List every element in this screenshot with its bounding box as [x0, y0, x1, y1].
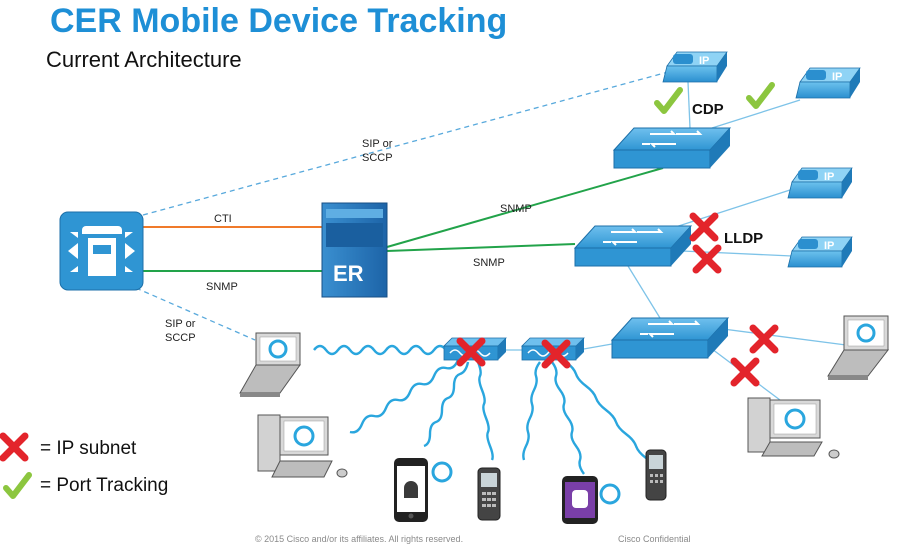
- switch-bottom[interactable]: [610, 317, 730, 359]
- confidential-footer: Cisco Confidential: [618, 534, 691, 544]
- call-manager-icon[interactable]: [59, 211, 144, 291]
- wifi-badge-icon: [431, 461, 453, 483]
- er-server-icon[interactable]: ER: [321, 202, 388, 298]
- sip-bottom-label-line2: SCCP: [165, 332, 196, 344]
- switch-middle[interactable]: [573, 225, 693, 267]
- snmp-upper-label: SNMP: [500, 203, 532, 215]
- page-subtitle: Current Architecture: [46, 47, 242, 72]
- copyright-footer: © 2015 Cisco and/or its affiliates. All …: [255, 534, 464, 544]
- handheld-phone-icon[interactable]: [477, 467, 501, 521]
- check-icon: [657, 90, 680, 111]
- wireless-links: [313, 344, 647, 475]
- ip-label: IP: [699, 55, 709, 67]
- sip-link-bottom: [135, 287, 256, 341]
- snmp-left-label: SNMP: [206, 281, 238, 293]
- er-label: ER: [333, 261, 364, 286]
- desktop-right-icon[interactable]: [747, 397, 840, 459]
- iphone-icon[interactable]: [562, 476, 598, 524]
- ip-phone-middle-lower-icon[interactable]: IP: [787, 236, 853, 268]
- legend-cross-icon: [3, 436, 25, 458]
- wifi-badge-icon: [599, 483, 621, 505]
- snmp-link-upper: [386, 167, 664, 248]
- sip-link-top: [142, 71, 669, 216]
- ip-label: IP: [824, 240, 834, 252]
- check-icon: [749, 85, 772, 106]
- cti-label: CTI: [214, 213, 232, 225]
- switch-top[interactable]: [612, 127, 732, 169]
- cross-icon: [696, 248, 718, 270]
- sip-top-label-line1: SIP or: [362, 138, 393, 150]
- laptop-right-icon[interactable]: [827, 315, 890, 380]
- legend-port-tracking: = Port Tracking: [40, 475, 169, 496]
- laptop-left-icon[interactable]: [239, 332, 301, 397]
- legend-ip-subnet: = IP subnet: [40, 438, 137, 459]
- snmp-lower-label: SNMP: [473, 257, 505, 269]
- legend-check-icon: [6, 475, 29, 496]
- handheld-phone-icon[interactable]: [645, 449, 667, 501]
- ip-label: IP: [824, 171, 834, 183]
- lldp-label: LLDP: [724, 230, 763, 247]
- cross-icon: [734, 361, 756, 383]
- cross-icon: [753, 328, 775, 350]
- ip-phone-middle-upper-icon[interactable]: IP: [787, 167, 853, 199]
- ip-phone-top-right-icon[interactable]: IP: [795, 67, 861, 99]
- snmp-link-lower: [386, 243, 576, 252]
- desktop-left-icon[interactable]: [257, 414, 348, 478]
- page-title: CER Mobile Device Tracking: [50, 2, 508, 40]
- links: [135, 71, 847, 401]
- cross-icon: [693, 216, 715, 238]
- android-phone-icon[interactable]: [394, 458, 428, 522]
- sip-top-label-line2: SCCP: [362, 152, 393, 164]
- ip-label: IP: [832, 71, 842, 83]
- ip-phone-top-left-icon[interactable]: IP: [662, 51, 728, 83]
- sip-bottom-label-line1: SIP or: [165, 318, 196, 330]
- cdp-label: CDP: [692, 101, 724, 118]
